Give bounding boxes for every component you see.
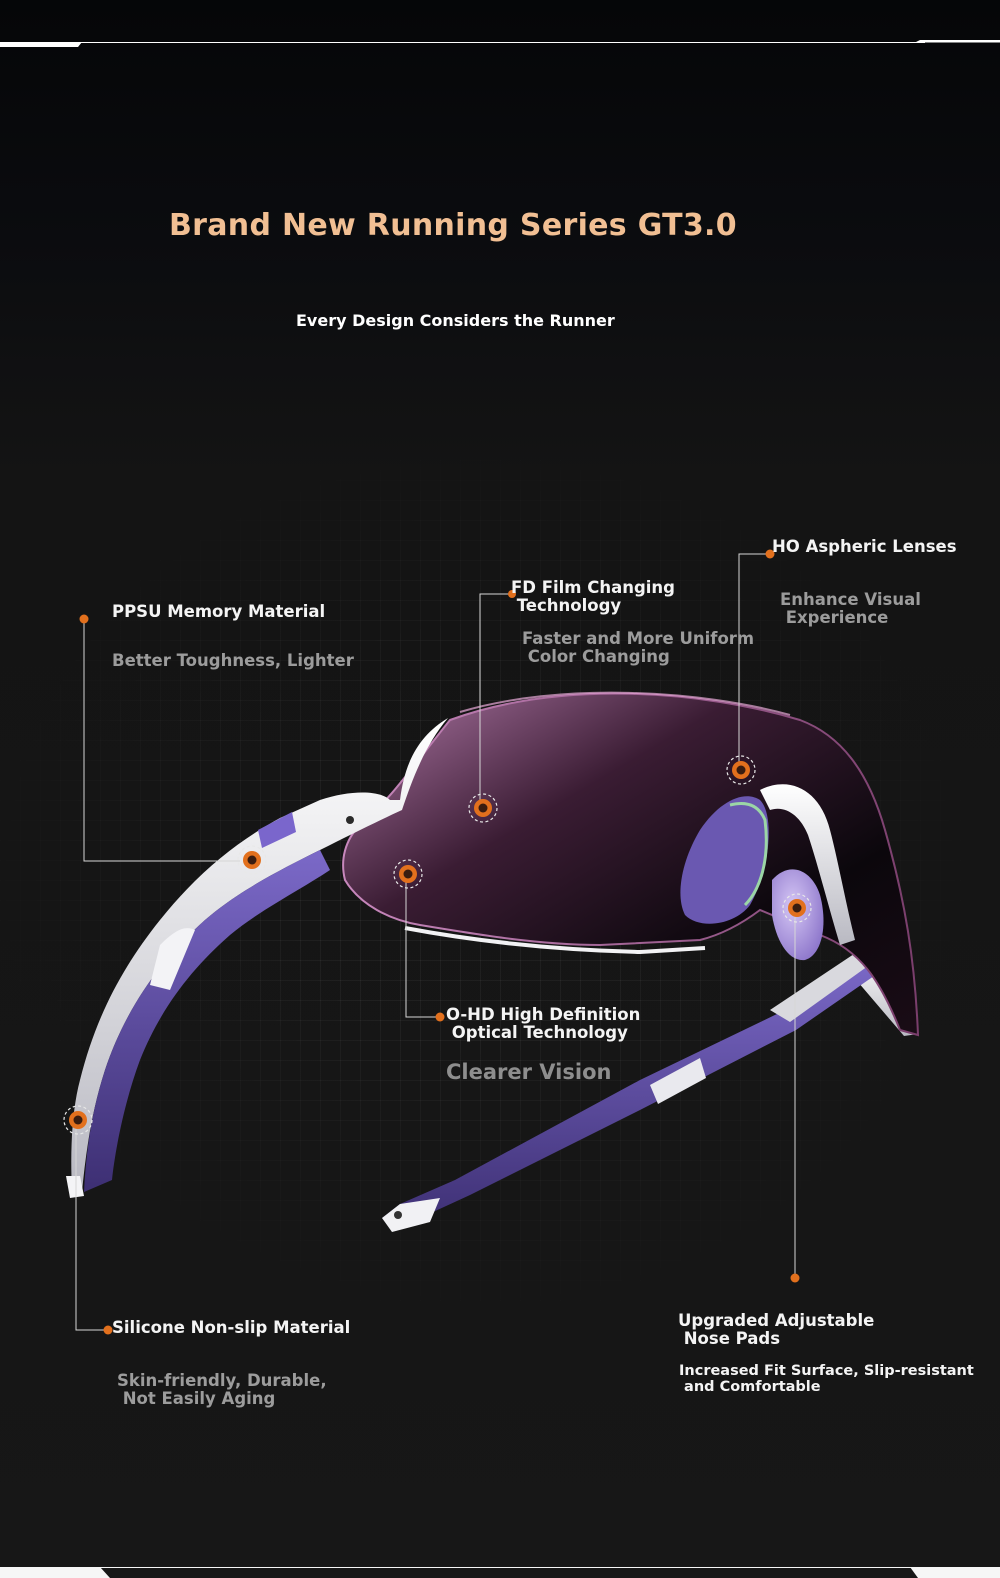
ppsu-feature-desc: Better Toughness, Lighter: [112, 651, 354, 670]
bottom-divider-line: [0, 1567, 1000, 1578]
nose-pads-feature-title: Upgraded Adjustable Nose Pads: [678, 1311, 875, 1349]
nose-pads-feature-desc: Increased Fit Surface, Slip-resistant an…: [679, 1363, 974, 1395]
silicone-feature-title: Silicone Non-slip Material: [112, 1318, 351, 1337]
top-divider-line: [0, 40, 1000, 47]
ppsu-feature-title: PPSU Memory Material: [112, 602, 326, 621]
ohd-feature-desc: Clearer Vision: [446, 1060, 612, 1084]
ho-lens-feature-desc: Enhance Visual Experience: [780, 590, 921, 628]
fd-film-feature-desc: Faster and More Uniform Color Changing: [522, 629, 755, 667]
page-subtitle: Every Design Considers the Runner: [296, 311, 615, 330]
silicone-feature-desc: Skin-friendly, Durable, Not Easily Aging: [117, 1371, 327, 1409]
ohd-feature-title: O-HD High Definition Optical Technology: [446, 1005, 641, 1043]
ho-lens-feature-title: HO Aspheric Lenses: [772, 537, 957, 556]
page-title: Brand New Running Series GT3.0: [169, 208, 737, 243]
fd-film-feature-title: FD Film Changing Technology: [511, 578, 675, 616]
